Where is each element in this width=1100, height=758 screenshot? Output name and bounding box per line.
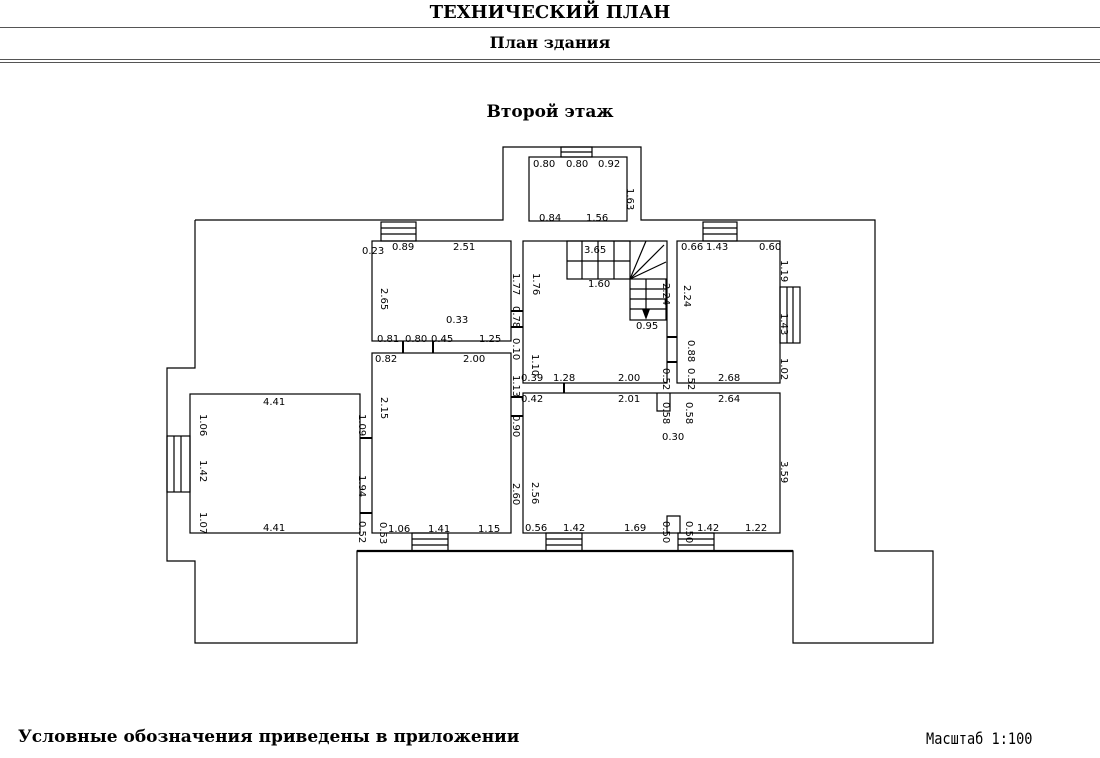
dimension-label: 0.52 bbox=[685, 368, 696, 390]
dimension-label: 0.90 bbox=[510, 415, 521, 437]
dimension-label: 1.07 bbox=[197, 512, 208, 534]
dimension-label: 4.41 bbox=[263, 397, 285, 408]
dimension-label: 1.10 bbox=[529, 354, 540, 376]
dimension-label: 0.81 bbox=[377, 334, 399, 345]
windows bbox=[166, 146, 801, 552]
floor-title: Второй этаж bbox=[486, 102, 614, 122]
dimension-label: 1.77 bbox=[510, 273, 521, 295]
document-title: ТЕХНИЧЕСКИЙ ПЛАН bbox=[429, 2, 671, 23]
divider bbox=[0, 62, 1100, 63]
dimension-label: 1.76 bbox=[530, 273, 541, 295]
dimension-label: 1.02 bbox=[778, 358, 789, 380]
dimension-label: 1.41 bbox=[428, 524, 450, 535]
dimension-label: 1.15 bbox=[478, 524, 500, 535]
dimension-label: 1.13 bbox=[510, 375, 521, 397]
dimension-label: 3.59 bbox=[778, 461, 789, 483]
dimension-label: 2.24 bbox=[660, 283, 671, 305]
stairs bbox=[566, 240, 667, 321]
dimension-label: 0.30 bbox=[662, 432, 684, 443]
dimension-label: 0.95 bbox=[636, 321, 658, 332]
building-outline bbox=[166, 146, 934, 644]
dimension-label: 0.42 bbox=[521, 394, 543, 405]
dimension-label: 1.42 bbox=[697, 523, 719, 534]
dimension-label: 0.78 bbox=[510, 306, 521, 328]
dimension-label: 0.10 bbox=[510, 338, 521, 360]
divider bbox=[0, 59, 1100, 60]
dimension-label: 1.28 bbox=[553, 373, 575, 384]
dimension-label: 1.63 bbox=[624, 188, 635, 210]
doors bbox=[360, 310, 681, 533]
dimension-label: 0.80 bbox=[566, 159, 588, 170]
dimension-label: 2.51 bbox=[453, 242, 475, 253]
dimension-label: 4.41 bbox=[263, 523, 285, 534]
dimension-label: 1.56 bbox=[586, 213, 608, 224]
dimension-label: 1.42 bbox=[197, 460, 208, 482]
dimension-label: 0.39 bbox=[521, 373, 543, 384]
legend-note: Условные обозначения приведены в приложе… bbox=[18, 727, 520, 747]
dimension-label: 0.33 bbox=[446, 315, 468, 326]
dimension-label: 2.15 bbox=[378, 397, 389, 419]
room-a bbox=[371, 240, 512, 342]
dimension-label: 1.25 bbox=[479, 334, 501, 345]
dimension-label: 3.65 bbox=[584, 245, 606, 256]
dimension-label: 2.00 bbox=[463, 354, 485, 365]
dimension-label: 0.56 bbox=[525, 523, 547, 534]
divider bbox=[0, 27, 1100, 28]
dimension-label: 0.53 bbox=[377, 522, 388, 544]
dimension-label: 0.58 bbox=[660, 402, 671, 424]
dimension-label: 0.89 bbox=[392, 242, 414, 253]
dimension-label: 2.00 bbox=[618, 373, 640, 384]
dimension-label: 2.24 bbox=[681, 285, 692, 307]
dimension-label: 0.66 bbox=[681, 242, 703, 253]
dimension-label: 2.65 bbox=[378, 288, 389, 310]
dimension-label: 1.22 bbox=[745, 523, 767, 534]
dimension-label: 0.88 bbox=[685, 340, 696, 362]
dimension-label: 0.84 bbox=[539, 213, 561, 224]
dimension-label: 1.42 bbox=[563, 523, 585, 534]
dimension-label: 2.01 bbox=[618, 394, 640, 405]
dimension-label: 0.50 bbox=[683, 521, 694, 543]
room-bottom bbox=[522, 392, 781, 534]
scale-label: Масштаб 1:100 bbox=[926, 729, 1033, 748]
dimension-label: 0.92 bbox=[598, 159, 620, 170]
dimension-label: 0.52 bbox=[356, 521, 367, 543]
dimension-label: 0.45 bbox=[431, 334, 453, 345]
dimension-label: 0.50 bbox=[660, 521, 671, 543]
dimension-label: 0.80 bbox=[405, 334, 427, 345]
dimension-label: 0.60 bbox=[759, 242, 781, 253]
dimension-label: 0.58 bbox=[683, 402, 694, 424]
dimension-label: 1.94 bbox=[356, 475, 367, 497]
dimension-label: 2.64 bbox=[718, 394, 740, 405]
dimension-label: 0.52 bbox=[660, 368, 671, 390]
dimension-label: 1.06 bbox=[388, 524, 410, 535]
dimension-label: 2.56 bbox=[529, 482, 540, 504]
dimension-labels: 0.80 0.80 0.92 1.63 0.84 1.56 0.23 0.89 2.51 2.65… bbox=[197, 159, 789, 544]
dimension-label: 1.09 bbox=[356, 414, 367, 436]
dimension-label: 0.82 bbox=[375, 354, 397, 365]
room-c bbox=[189, 393, 361, 534]
dimension-label: 1.19 bbox=[778, 260, 789, 282]
document-subtitle: План здания bbox=[489, 33, 611, 52]
dimension-label: 0.23 bbox=[362, 246, 384, 257]
dimension-label: 1.43 bbox=[706, 242, 728, 253]
dimension-label: 0.80 bbox=[533, 159, 555, 170]
dimension-label: 1.69 bbox=[624, 523, 646, 534]
dimension-label: 1.43 bbox=[778, 313, 789, 335]
dimension-label: 1.06 bbox=[197, 414, 208, 436]
dimension-label: 2.60 bbox=[510, 483, 521, 505]
room-b bbox=[371, 352, 512, 534]
dimension-label: 2.68 bbox=[718, 373, 740, 384]
dimension-label: 1.60 bbox=[588, 279, 610, 290]
